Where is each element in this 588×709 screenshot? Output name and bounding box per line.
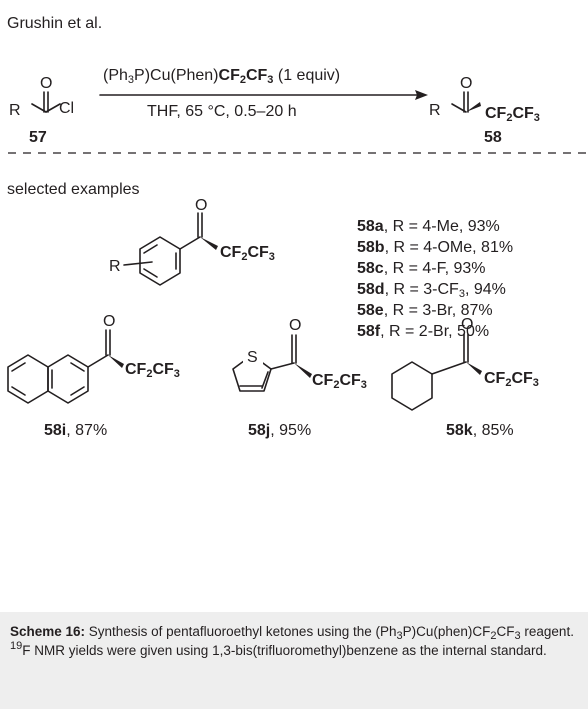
aryl-group: CF2CF3 — [220, 244, 275, 263]
thiophene-group: CF2CF3 — [312, 372, 367, 391]
list-item: 58d, R = 3-CF3, 94% — [357, 281, 506, 300]
svg-text:O: O — [195, 197, 207, 214]
section-title: selected examples — [7, 181, 140, 198]
compound-label-i: 58i, 87% — [44, 422, 108, 439]
svg-text:R: R — [429, 102, 441, 119]
compound-label-j: 58j, 95% — [248, 422, 312, 439]
list-item: 58b, R = 4-OMe, 81% — [357, 239, 514, 256]
list-item: 58f, R = 2-Br, 50% — [357, 323, 490, 340]
reagent-label: (Ph3P)Cu(Phen)CF2CF3 (1 equiv) — [103, 67, 341, 86]
atom-cl: Cl — [59, 100, 74, 117]
author-label: Grushin et al. — [7, 15, 103, 32]
caption-text: Scheme 16: Synthesis of pentafluoroethyl… — [10, 624, 574, 658]
product-label: 58 — [484, 129, 502, 146]
product-group: CF2CF3 — [485, 105, 540, 124]
svg-text:O: O — [461, 316, 473, 333]
naphthyl-ketone-structure: O — [7, 313, 124, 404]
svg-text:O: O — [460, 75, 472, 92]
svg-text:O: O — [289, 317, 301, 334]
compound-label-k: 58k, 85% — [446, 422, 514, 439]
product-structure: O R — [429, 75, 481, 119]
caption-label: Scheme 16: — [10, 624, 86, 639]
conditions-label: THF, 65 °C, 0.5–20 h — [147, 103, 297, 120]
list-item: 58c, R = 4-F, 93% — [357, 260, 486, 277]
list-item: 58e, R = 3-Br, 87% — [357, 302, 493, 319]
cyclohexyl-ketone-structure: O — [391, 316, 482, 411]
svg-text:O: O — [103, 313, 115, 330]
atom-r-aryl: R — [109, 258, 121, 275]
atom-o: O — [40, 75, 52, 92]
reactant-label: 57 — [29, 129, 47, 146]
aryl-ketone-structure: O R — [109, 197, 218, 286]
thiophene-ketone-structure: S O — [232, 317, 312, 392]
cyclohexyl-group: CF2CF3 — [484, 370, 539, 389]
examples-list: 58a, R = 4-Me, 93% 58b, R = 4-OMe, 81% 5… — [357, 218, 582, 344]
list-item: 58a, R = 4-Me, 93% — [357, 218, 500, 235]
reactant-structure: O R Cl — [9, 75, 74, 119]
reaction-arrow — [99, 90, 428, 100]
atom-s: S — [247, 349, 258, 366]
scheme-drawing: O R Cl O R O R — [7, 75, 588, 411]
atom-r: R — [9, 102, 21, 119]
caption-box: Scheme 16: Synthesis of pentafluoroethyl… — [0, 612, 588, 709]
naphthyl-group: CF2CF3 — [125, 361, 180, 380]
